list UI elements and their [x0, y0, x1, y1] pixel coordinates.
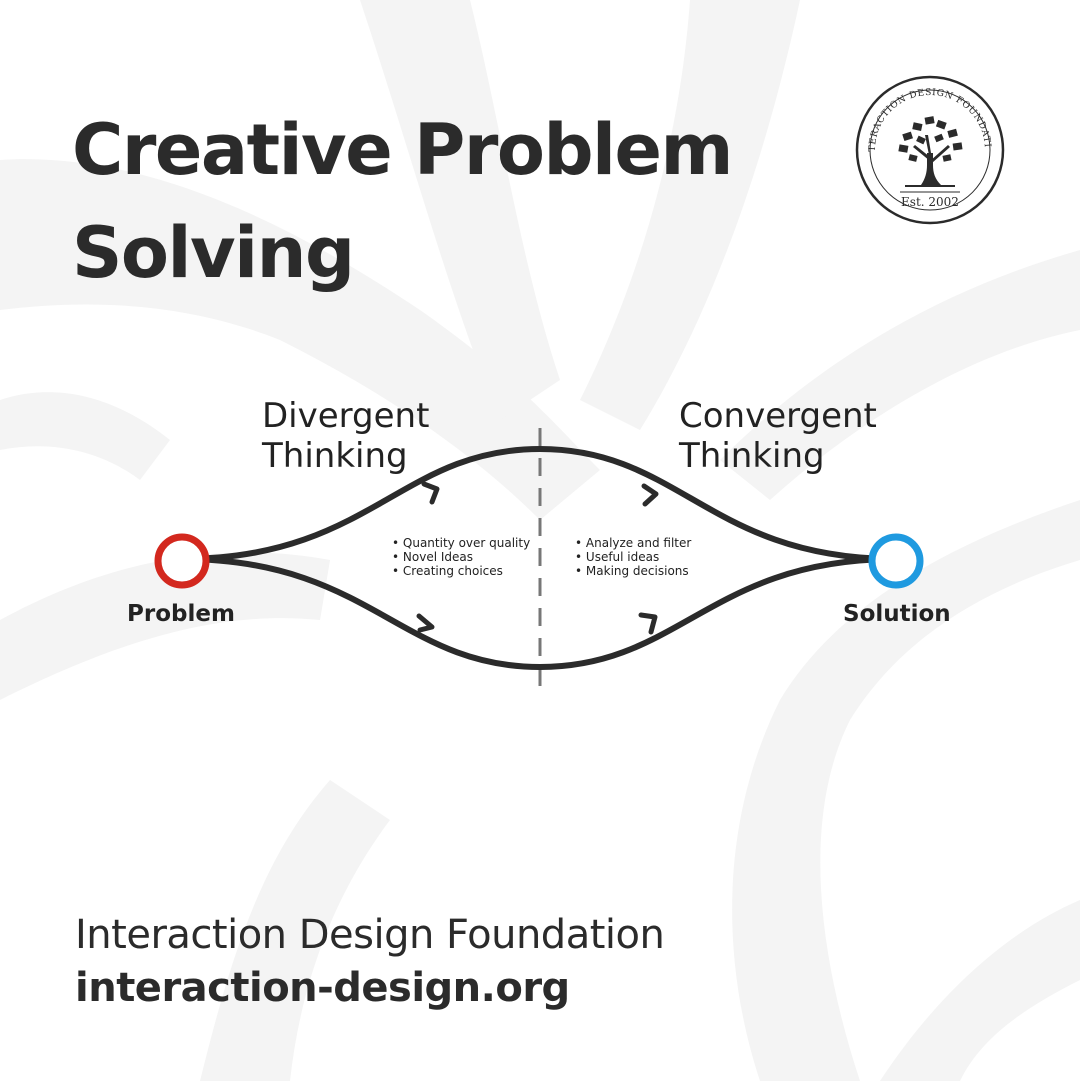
arrow-lower-convergent-icon	[638, 612, 658, 635]
divergent-label-line-1: Divergent	[262, 396, 430, 436]
page-title-line-2: Solving	[72, 212, 355, 294]
upper-path-line	[179, 445, 899, 562]
arrow-lower-divergent-icon	[416, 613, 435, 633]
lower-path-line	[179, 556, 899, 671]
list-item: Useful ideas	[575, 550, 691, 564]
divergent-label-line-2: Thinking	[262, 436, 408, 476]
arrow-upper-divergent-icon	[421, 481, 440, 505]
list-item: Novel Ideas	[392, 550, 530, 564]
list-item: Making decisions	[575, 564, 691, 578]
logo-est-text: Est. 2002	[901, 195, 959, 209]
page-title-line-1: Creative Problem	[72, 109, 733, 191]
problem-node-icon	[154, 533, 210, 589]
convergent-label-line-2: Thinking	[679, 436, 825, 476]
footer-organization-name: Interaction Design Foundation	[75, 912, 665, 958]
tree-icon	[898, 116, 963, 187]
convergent-bullet-list: Analyze and filter Useful ideas Making d…	[575, 536, 691, 578]
convergent-thinking-label: Convergent Thinking	[679, 396, 877, 476]
divergent-bullet-list: Quantity over quality Novel Ideas Creati…	[392, 536, 530, 578]
footer-website-link[interactable]: interaction-design.org	[75, 965, 570, 1011]
problem-label: Problem	[127, 601, 235, 627]
list-item: Analyze and filter	[575, 536, 691, 550]
solution-node-icon	[868, 533, 924, 589]
divergent-thinking-label: Divergent Thinking	[262, 396, 429, 476]
list-item: Creating choices	[392, 564, 530, 578]
convergent-label-line-1: Convergent	[679, 396, 877, 436]
solution-label: Solution	[843, 601, 951, 627]
idf-logo: INTERACTION DESIGN FOUNDATION Est. 2002	[855, 75, 1005, 225]
arrow-upper-convergent-icon	[641, 483, 659, 507]
list-item: Quantity over quality	[392, 536, 530, 550]
